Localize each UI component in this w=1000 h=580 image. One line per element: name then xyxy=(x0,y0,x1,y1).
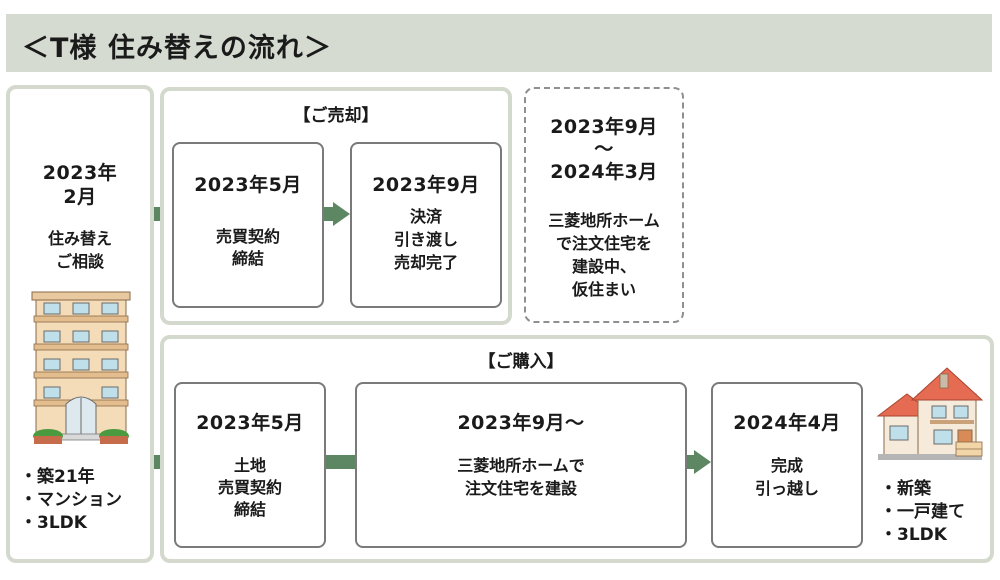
list-item: ・マンション xyxy=(20,490,122,510)
purchase-arrow-shaft xyxy=(687,455,695,469)
list-item: ・築21年 xyxy=(20,467,95,487)
purchase-section-label: 【ご購入】 xyxy=(478,352,564,372)
purchase-connector-land-build xyxy=(326,455,355,469)
purchase-complete-line1: 完成 xyxy=(770,456,803,475)
purchase-complete-line2: 引っ越し xyxy=(754,479,819,498)
interim-line3: 建設中、 xyxy=(571,257,636,276)
sale-settlement-box xyxy=(350,142,502,308)
list-item: ・3LDK xyxy=(20,513,87,533)
interim-line2: で注文住宅を xyxy=(555,234,652,253)
purchase-complete-box xyxy=(711,382,863,548)
purchase-build-box xyxy=(355,382,687,548)
list-item: ・一戸建て xyxy=(880,502,965,522)
purchase-land-line1: 土地 xyxy=(233,456,266,475)
sale-contract-line1: 売買契約 xyxy=(215,227,280,246)
purchase-arrow-head xyxy=(694,450,711,474)
interim-date-start: 2023年9月 xyxy=(550,116,658,138)
apartment-building-icon xyxy=(31,291,131,444)
consultation-text-1: 住み替え xyxy=(47,229,112,248)
purchase-property-list: ・新築 ・一戸建て ・3LDK xyxy=(880,478,965,547)
interim-date-tilde: 〜 xyxy=(594,138,614,160)
sale-contract-box xyxy=(172,142,324,308)
interim-line4: 仮住まい xyxy=(571,280,636,299)
sale-settlement-date: 2023年9月 xyxy=(372,174,480,196)
purchase-land-box xyxy=(174,382,326,548)
sale-contract-date: 2023年5月 xyxy=(194,174,302,196)
consultation-date-month: 2月 xyxy=(63,186,97,208)
list-item: ・新築 xyxy=(880,479,931,499)
detached-house-icon xyxy=(876,367,984,460)
connector-to-sale xyxy=(154,207,164,221)
purchase-build-line2: 注文住宅を建設 xyxy=(464,479,577,498)
interim-panel xyxy=(524,87,684,323)
sale-settlement-line3: 売却完了 xyxy=(393,253,458,272)
connector-to-purchase xyxy=(154,455,164,469)
page-title: ＜T様 住み替えの流れ＞ xyxy=(22,33,332,64)
interim-date-end: 2024年3月 xyxy=(550,161,658,183)
sale-settlement-line1: 決済 xyxy=(409,207,442,226)
purchase-land-line3: 締結 xyxy=(233,500,266,519)
sale-contract-line2: 締結 xyxy=(231,249,264,268)
purchase-complete-date: 2024年4月 xyxy=(733,412,841,434)
purchase-build-date: 2023年9月〜 xyxy=(457,412,585,434)
header-banner: ＜T様 住み替えの流れ＞ xyxy=(6,14,992,72)
consultation-text-2: ご相談 xyxy=(55,252,104,271)
interim-line1: 三菱地所ホーム xyxy=(548,211,660,230)
purchase-land-date: 2023年5月 xyxy=(196,412,304,434)
consultation-date-year: 2023年 xyxy=(42,162,118,184)
sale-arrow-head xyxy=(333,202,350,226)
sale-section-label: 【ご売却】 xyxy=(293,106,379,126)
purchase-build-line1: 三菱地所ホームで xyxy=(457,456,585,475)
purchase-land-line2: 売買契約 xyxy=(217,478,282,497)
sale-arrow-shaft xyxy=(324,207,334,221)
sale-settlement-line2: 引き渡し xyxy=(393,230,458,249)
consultation-property-list: ・築21年 ・マンション ・3LDK xyxy=(20,466,122,535)
list-item: ・3LDK xyxy=(880,525,947,545)
